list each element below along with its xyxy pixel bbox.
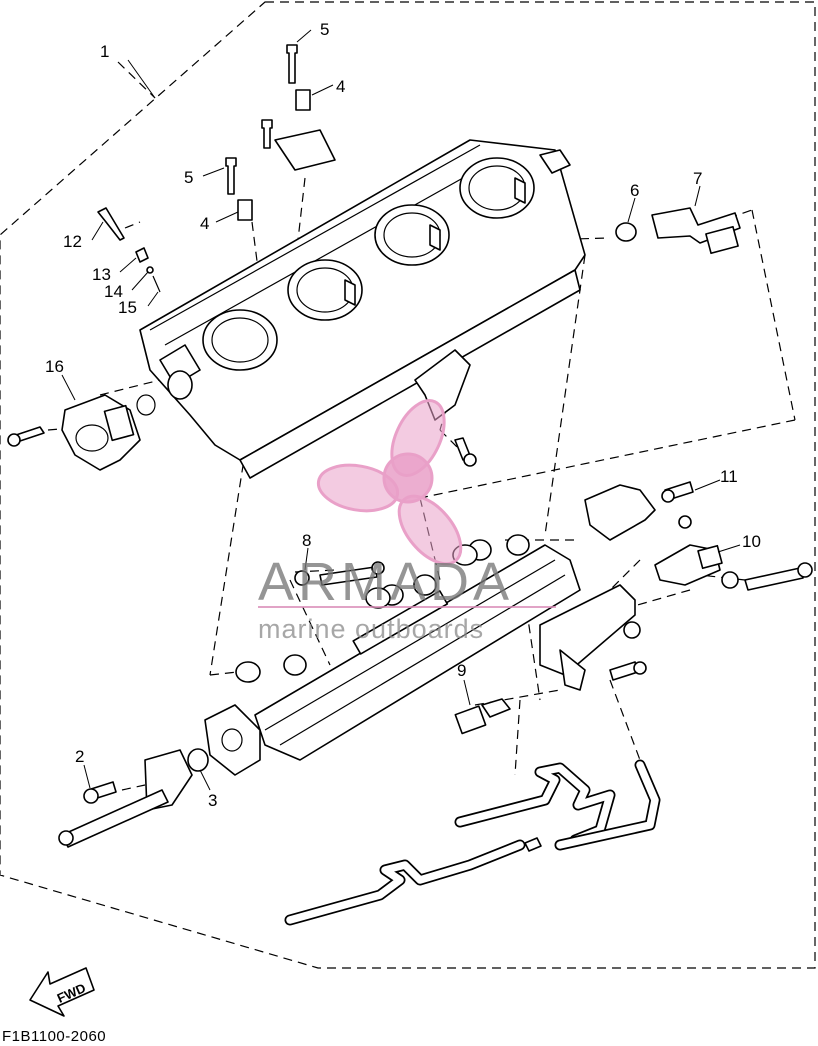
propeller-logo <box>316 399 463 566</box>
watermark: ARMADA marine outboards <box>258 399 556 644</box>
idle-screw-parts <box>97 207 161 293</box>
callout-16: 16 <box>45 357 64 376</box>
propeller-hub <box>382 452 434 504</box>
callout-10: 10 <box>742 532 761 551</box>
mounting-screws <box>225 44 336 221</box>
callout-2: 2 <box>75 747 84 766</box>
watermark-brand: ARMADA <box>258 552 513 612</box>
callout-9: 9 <box>457 661 466 680</box>
fuel-injector <box>615 207 741 255</box>
assembly-boundary <box>0 1 816 969</box>
rail-bolt <box>294 561 385 586</box>
injector-ports <box>235 534 530 683</box>
leader-lines <box>61 29 741 791</box>
rail-brackets <box>539 481 694 691</box>
throttle-ports <box>202 157 535 371</box>
throttle-body-assembly <box>139 139 586 479</box>
callout-12: 12 <box>63 232 82 251</box>
callout-13: 13 <box>92 265 111 284</box>
callout-3: 3 <box>208 791 217 810</box>
callout-7: 7 <box>693 169 702 188</box>
callout-15: 15 <box>118 298 137 317</box>
temperature-sensor <box>454 698 511 735</box>
callout-1: 1 <box>100 42 109 61</box>
document-code: F1B1100-2060 <box>2 1028 107 1045</box>
callout-5-upper: 5 <box>320 20 329 39</box>
callout-labels: 1 2 3 4 4 5 5 6 7 8 9 10 11 12 13 14 15 … <box>45 20 761 810</box>
pressure-sensor <box>654 544 813 591</box>
callout-11: 11 <box>720 467 738 486</box>
fuel-hoses <box>284 759 661 926</box>
callout-14: 14 <box>104 282 123 301</box>
fuel-rail-assembly <box>58 534 581 848</box>
callout-8: 8 <box>302 531 311 550</box>
callout-4-upper: 4 <box>336 77 345 96</box>
forward-direction-arrow: FWD <box>29 967 95 1017</box>
callout-6: 6 <box>630 181 639 200</box>
watermark-tagline: marine outboards <box>258 614 484 644</box>
callout-5-lower: 5 <box>184 168 193 187</box>
callout-4-lower: 4 <box>200 214 209 233</box>
throttle-position-sensor <box>7 394 156 471</box>
